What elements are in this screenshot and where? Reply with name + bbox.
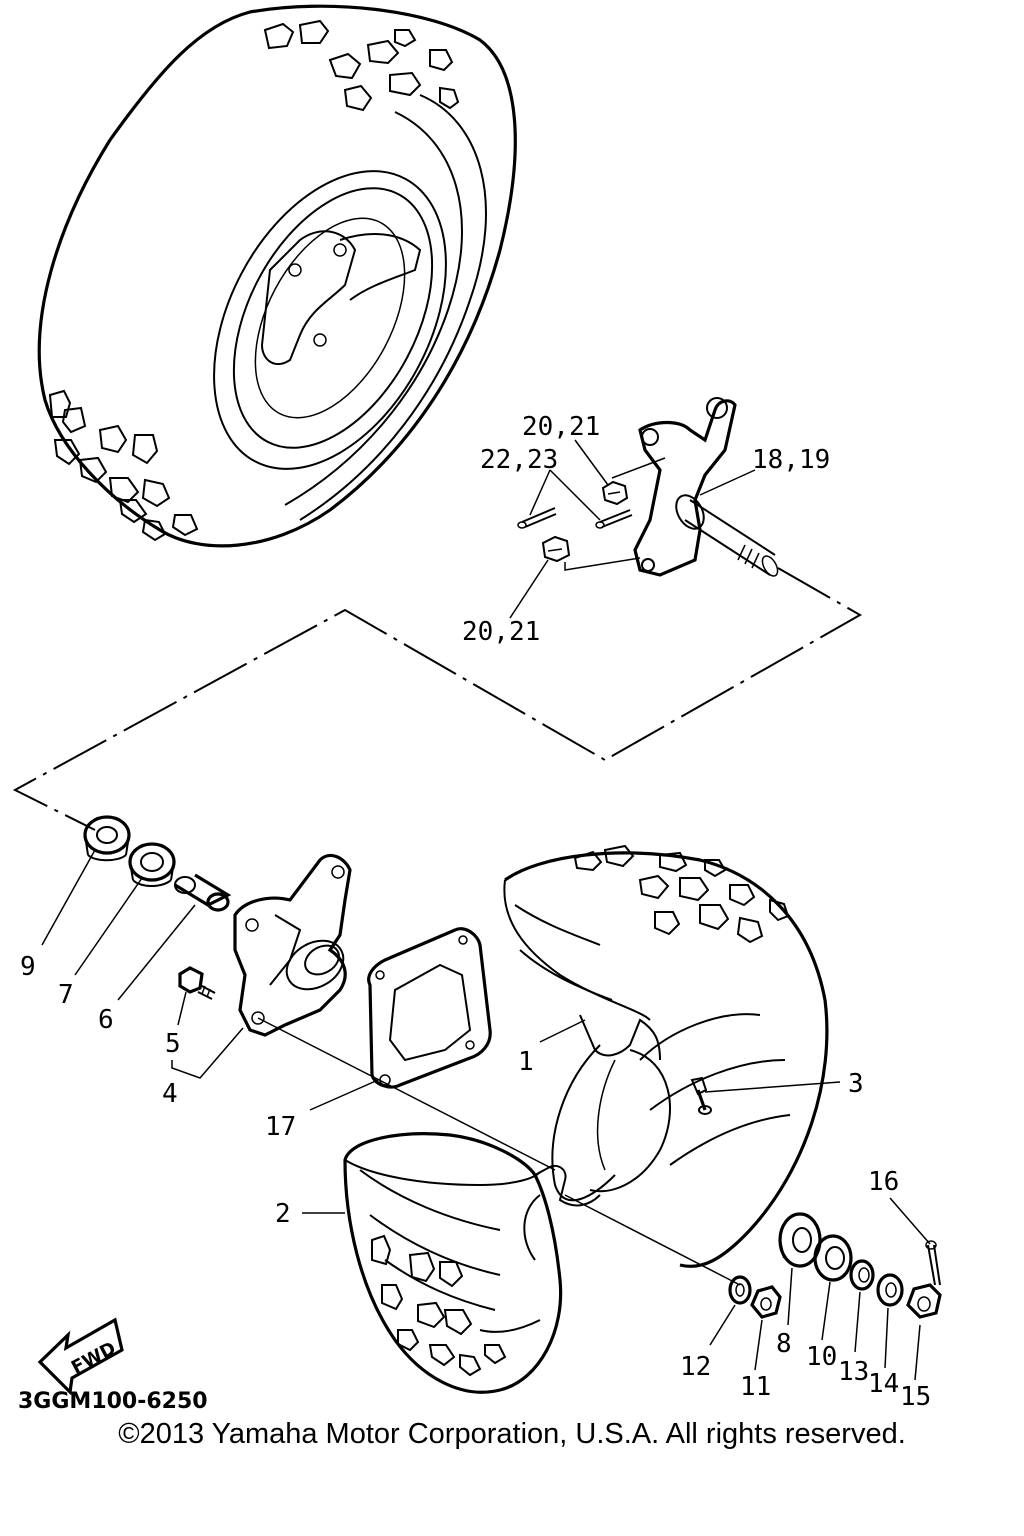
label-1: 1 — [518, 1047, 534, 1077]
label-17: 17 — [265, 1112, 296, 1142]
leader-11 — [754, 1319, 763, 1371]
leader-15 — [914, 1324, 921, 1381]
alignment-dashes — [12, 567, 863, 831]
label-7: 7 — [58, 980, 74, 1010]
label-12: 12 — [680, 1352, 711, 1382]
label-3: 3 — [848, 1069, 864, 1099]
steering-knuckle — [633, 397, 779, 577]
label-22-23: 22,23 — [480, 445, 558, 475]
bearing-7 — [128, 842, 176, 887]
drawing-code: 3GGM100-6250 — [18, 1389, 208, 1414]
label-5: 5 — [165, 1029, 181, 1059]
bolt-5 — [178, 966, 216, 1000]
cotter-pin-16 — [925, 1240, 941, 1286]
leader-20-21-top — [574, 439, 609, 486]
knuckle-nut-upper — [601, 480, 629, 506]
rim-2 — [523, 1164, 601, 1261]
cotter-pins — [517, 507, 633, 529]
label-14: 14 — [868, 1369, 899, 1399]
leader-5 — [177, 991, 187, 1026]
label-15: 15 — [900, 1382, 931, 1412]
leader-22-23-b — [549, 469, 601, 521]
knuckle-nut-lower — [541, 535, 571, 563]
rim-1 — [551, 1044, 671, 1202]
leader-16 — [889, 1197, 931, 1245]
leader-8 — [787, 1267, 793, 1326]
leader-13 — [854, 1291, 861, 1353]
oil-seal-9 — [83, 815, 131, 862]
label-4: 4 — [162, 1079, 178, 1109]
leader-18-19 — [699, 469, 756, 496]
leader-22-23-a — [529, 469, 551, 516]
leader-10 — [821, 1281, 831, 1341]
label-20-21-bottom: 20,21 — [462, 617, 540, 647]
axle-nut-15 — [906, 1283, 942, 1319]
assembled-wheel — [37, 4, 517, 548]
leader-9 — [41, 849, 96, 946]
tire-half-1 — [503, 844, 829, 1268]
leader-6 — [117, 904, 196, 1001]
brake-disc-17 — [367, 927, 492, 1089]
leader-nut-lower-bracket — [564, 557, 641, 571]
leader-14 — [884, 1307, 889, 1369]
label-13: 13 — [838, 1357, 869, 1387]
label-8: 8 — [776, 1329, 792, 1359]
washer-14 — [876, 1273, 904, 1307]
spacer-6 — [174, 873, 232, 912]
rim-axis-line — [564, 1194, 741, 1286]
leader-20-21-bottom — [509, 559, 549, 619]
nut-11 — [750, 1285, 782, 1319]
leader-4-bracket — [171, 1027, 244, 1079]
tire-half-2 — [343, 1132, 563, 1394]
leader-7 — [74, 877, 143, 976]
fwd-arrow-icon: FWD — [37, 1317, 124, 1396]
leader-17 — [309, 1079, 379, 1111]
hub-4 — [233, 854, 352, 1037]
leader-12 — [709, 1304, 736, 1346]
washer-12 — [728, 1275, 752, 1305]
leader-3 — [704, 1081, 841, 1093]
copyright-notice: ©2013 Yamaha Motor Corporation, U.S.A. A… — [118, 1418, 906, 1450]
label-20-21-top: 20,21 — [522, 412, 600, 442]
label-2: 2 — [275, 1199, 291, 1229]
valve-3 — [690, 1076, 712, 1115]
hub-axis-line — [257, 1017, 556, 1171]
washer-13 — [849, 1259, 875, 1291]
label-11: 11 — [740, 1372, 771, 1402]
label-9: 9 — [20, 952, 36, 982]
leader-cotter-upper — [611, 457, 666, 479]
label-10: 10 — [806, 1342, 837, 1372]
label-16: 16 — [868, 1167, 899, 1197]
leader-1 — [539, 1019, 586, 1043]
label-6: 6 — [98, 1005, 114, 1035]
label-18-19: 18,19 — [752, 445, 830, 475]
bearing-10 — [813, 1234, 853, 1282]
